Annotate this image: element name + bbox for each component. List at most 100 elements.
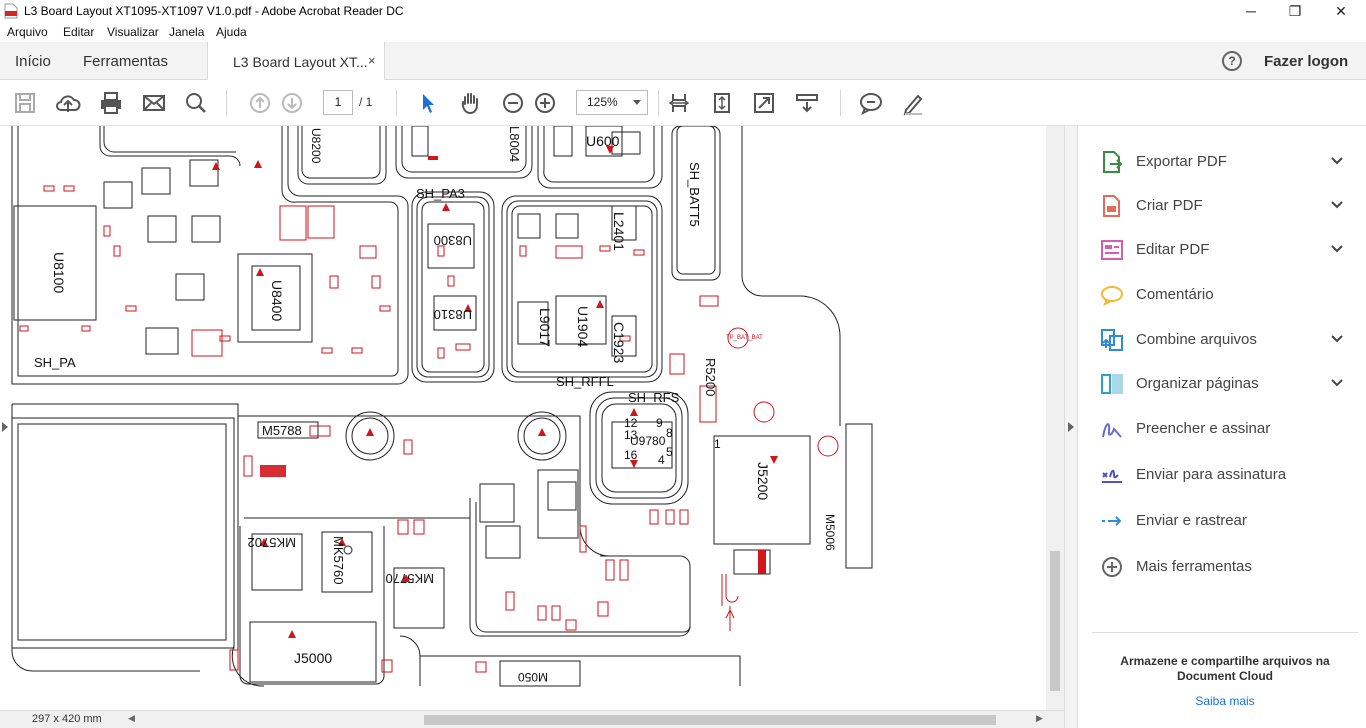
- label-sh-batt5: SH_BATT5: [687, 162, 702, 227]
- fit-width-icon[interactable]: [664, 88, 694, 118]
- tab-tools[interactable]: Ferramentas: [83, 53, 169, 70]
- zoom-value: 125%: [587, 95, 618, 109]
- full-screen-icon[interactable]: [749, 88, 779, 118]
- tool-send-signature[interactable]: Enviar para assinatura: [1100, 459, 1360, 491]
- vertical-scrollbar-thumb[interactable]: [1050, 551, 1060, 691]
- tool-label: Editar PDF: [1136, 241, 1210, 258]
- zoom-select[interactable]: 125%: [576, 90, 648, 115]
- menu-janela[interactable]: Janela: [169, 25, 205, 39]
- page-number-input[interactable]: 1: [323, 90, 353, 115]
- tool-fill-sign[interactable]: Preencher e assinar: [1100, 413, 1360, 445]
- chevron-down-icon[interactable]: [1330, 376, 1344, 390]
- scroll-left-icon[interactable]: ◀: [128, 713, 135, 723]
- page-down-icon[interactable]: [277, 88, 307, 118]
- print-icon[interactable]: [96, 88, 126, 118]
- tool-comment[interactable]: Comentário: [1100, 279, 1360, 311]
- tool-more-tools[interactable]: Mais ferramentas: [1100, 551, 1360, 583]
- tool-send-track[interactable]: Enviar e rastrear: [1100, 505, 1360, 537]
- label-mk5760: MK5760: [331, 536, 346, 584]
- label-u9780: U9780: [630, 434, 666, 448]
- window-title: L3 Board Layout XT1095-XT1097 V1.0.pdf -…: [24, 4, 404, 18]
- tab-document[interactable]: L3 Board Layout XT... ×: [207, 42, 385, 80]
- label-pin5: 5: [666, 445, 673, 459]
- zoom-in-icon[interactable]: [530, 88, 560, 118]
- read-mode-icon[interactable]: [792, 88, 822, 118]
- label-j5000: J5000: [294, 650, 332, 666]
- tool-edit-pdf[interactable]: Editar PDF: [1100, 234, 1360, 266]
- tool-label: Combine arquivos: [1136, 331, 1257, 348]
- menu-arquivo[interactable]: Arquivo: [7, 25, 48, 39]
- tool-label: Organizar páginas: [1136, 375, 1259, 392]
- document-view[interactable]: SH_PA SH_PA3 SH_RFFL SH_RFS M5788 J5000 …: [0, 126, 1064, 710]
- search-icon[interactable]: [181, 88, 211, 118]
- collapse-left-arrow-icon[interactable]: [2, 422, 8, 432]
- mail-icon[interactable]: [139, 88, 169, 118]
- label-pin9: 9: [656, 416, 663, 430]
- minimize-button[interactable]: ─: [1246, 3, 1256, 19]
- close-tab-icon[interactable]: ×: [368, 53, 376, 68]
- chevron-down-icon[interactable]: [1330, 154, 1344, 168]
- label-pin16: 16: [624, 448, 638, 462]
- menu-editar[interactable]: Editar: [63, 25, 95, 39]
- page-size-label: 297 x 420 mm: [32, 713, 102, 725]
- vertical-scrollbar[interactable]: [1046, 126, 1064, 710]
- label-pin13: 13: [624, 428, 638, 442]
- label-c1923: C1923: [611, 322, 627, 363]
- comment-icon[interactable]: [856, 88, 886, 118]
- chevron-down-icon: [633, 100, 641, 105]
- fit-page-icon[interactable]: [707, 88, 737, 118]
- horizontal-scrollbar-thumb[interactable]: [424, 715, 996, 725]
- label-u600: U600: [586, 133, 620, 149]
- label-m050: M050: [518, 670, 548, 684]
- document-tab-label: L3 Board Layout XT...: [233, 54, 368, 70]
- label-j5200: J5200: [755, 462, 771, 500]
- label-mk5770: MK5770: [386, 571, 434, 586]
- collapse-pane-arrow-icon[interactable]: [1068, 422, 1074, 432]
- label-u1904: U1904: [575, 306, 591, 347]
- label-u8400: U8400: [269, 280, 285, 321]
- comment-icon: [1101, 286, 1123, 307]
- tool-create-pdf[interactable]: Criar PDF: [1100, 190, 1360, 222]
- send-signature-icon: [1102, 469, 1122, 483]
- maximize-button[interactable]: ❐: [1288, 3, 1302, 19]
- scroll-right-icon[interactable]: ▶: [1036, 713, 1043, 723]
- learn-more-link[interactable]: Saiba mais: [1195, 694, 1255, 708]
- tool-label: Enviar para assinatura: [1136, 466, 1287, 483]
- pane-splitter[interactable]: [1064, 126, 1078, 728]
- login-button[interactable]: Fazer logon: [1264, 53, 1349, 70]
- zoom-out-icon[interactable]: [498, 88, 528, 118]
- label-u8100: U8100: [51, 252, 67, 293]
- help-icon[interactable]: ?: [1222, 51, 1242, 71]
- tab-bar: Início Ferramentas L3 Board Layout XT...…: [0, 42, 1366, 80]
- send-track-icon: [1102, 516, 1122, 526]
- save-icon[interactable]: [10, 88, 40, 118]
- close-window-button[interactable]: ✕: [1335, 3, 1347, 19]
- tool-combine-files[interactable]: Combine arquivos: [1100, 324, 1360, 356]
- label-r5200: R5200: [703, 358, 718, 396]
- tool-export-pdf[interactable]: Exportar PDF: [1100, 146, 1360, 178]
- chevron-down-icon[interactable]: [1330, 332, 1344, 346]
- pen-icon[interactable]: [898, 88, 928, 118]
- hand-icon[interactable]: [455, 88, 485, 118]
- more-tools-icon: [1102, 557, 1122, 577]
- tool-label: Preencher e assinar: [1136, 420, 1271, 437]
- select-arrow-icon[interactable]: [413, 88, 443, 118]
- toolbar-separator: [658, 90, 659, 116]
- board-layout-page: SH_PA SH_PA3 SH_RFFL SH_RFS M5788 J5000 …: [11, 126, 873, 687]
- tab-home[interactable]: Início: [15, 53, 51, 70]
- tool-label: Comentário: [1136, 286, 1214, 303]
- menu-visualizar[interactable]: Visualizar: [107, 25, 159, 39]
- menu-ajuda[interactable]: Ajuda: [216, 25, 247, 39]
- toolbar-separator: [840, 90, 841, 116]
- chevron-down-icon[interactable]: [1330, 242, 1344, 256]
- status-bar: 297 x 420 mm ◀ ▶: [0, 710, 1064, 728]
- upload-icon[interactable]: [53, 88, 83, 118]
- chevron-down-icon[interactable]: [1330, 198, 1344, 212]
- tool-organize-pages[interactable]: Organizar páginas: [1100, 368, 1360, 400]
- label-l9017: L9017: [537, 308, 553, 347]
- label-l8004: L8004: [507, 126, 522, 162]
- label-u8300: U8300: [434, 233, 472, 248]
- document-cloud-promo: Armazene e compartilhe arquivos na Docum…: [1120, 654, 1330, 683]
- page-up-icon[interactable]: [245, 88, 275, 118]
- label-u8200: U8200: [309, 128, 323, 164]
